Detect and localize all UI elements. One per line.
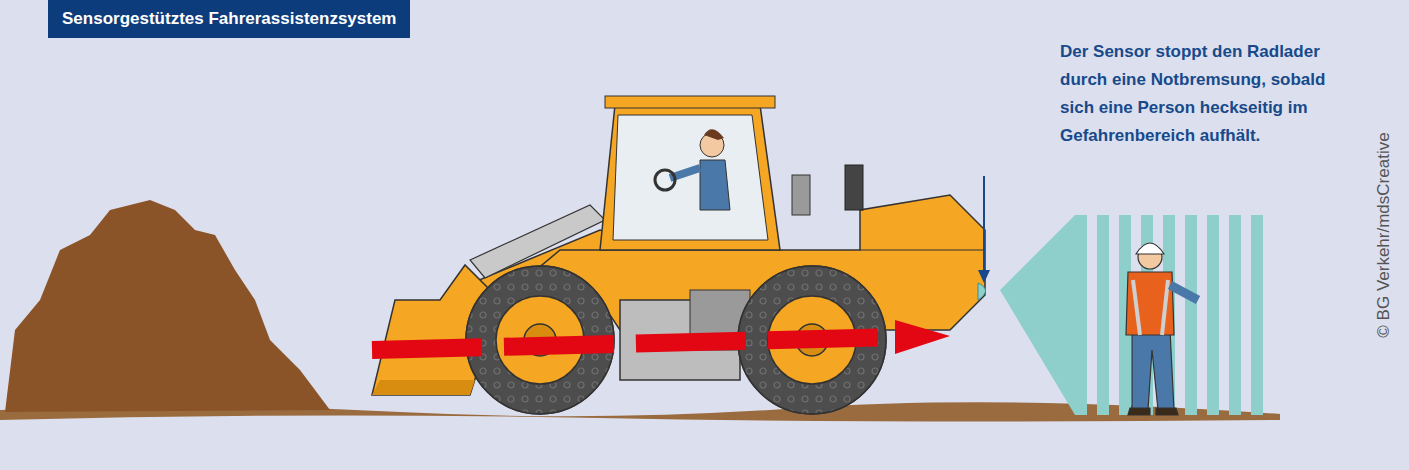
title-banner: Sensorgestütztes Fahrerassistenzsystem (48, 0, 410, 38)
copyright-note: © BG Verkehr/mdsCreative (1374, 132, 1394, 337)
callout-text: Der Sensor stoppt den Radlader durch ein… (1060, 38, 1360, 150)
